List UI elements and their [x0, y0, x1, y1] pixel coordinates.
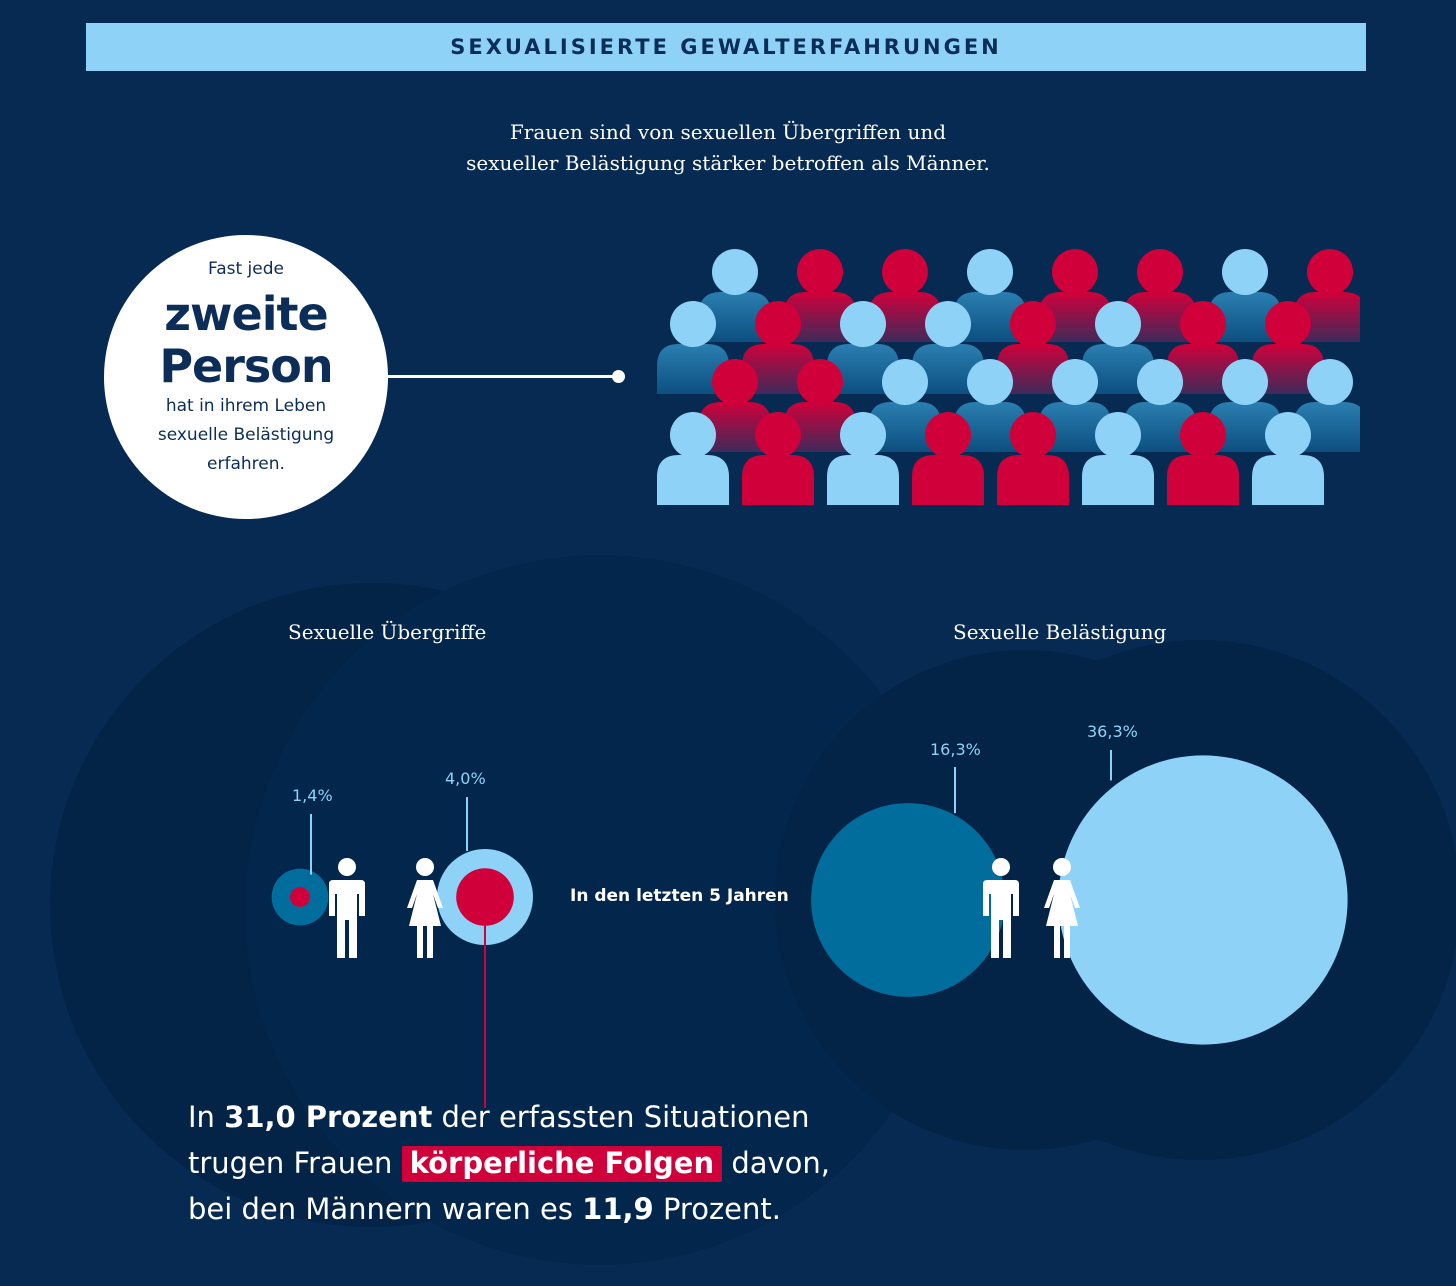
person-icon — [912, 301, 984, 394]
person-icon — [827, 412, 899, 505]
person-icon — [1124, 249, 1196, 342]
data-label-belaestigung-frauen: 36,3% — [1087, 722, 1138, 741]
header-bar: SEXUALISIERTE GEWALTERFAHRUNGEN — [86, 23, 1366, 71]
person-icon — [1082, 412, 1154, 505]
person-icon — [1082, 301, 1154, 394]
woman-icon — [407, 858, 443, 958]
person-icon — [954, 359, 1026, 452]
person-icon — [1209, 249, 1281, 342]
person-icon — [954, 249, 1026, 342]
bubble-uebergriffe-maenner-koerperlich — [290, 887, 310, 907]
badge-line-1: Fast jede — [208, 259, 284, 279]
figure-icons — [329, 858, 1080, 958]
person-icon — [869, 249, 941, 342]
people-grid — [657, 249, 1360, 505]
footnote-text-part: bei den Männern waren es — [188, 1192, 583, 1226]
person-icon — [742, 412, 814, 505]
footnote-text-part: der erfassten Situationen — [432, 1100, 810, 1134]
footnote-line-2: trugen Frauen körperliche Folgen davon, — [188, 1140, 1088, 1186]
footnote-line-3: bei den Männern waren es 11,9 Prozent. — [188, 1186, 1088, 1232]
person-icon — [657, 412, 729, 505]
bubble-belaestigung-frauen — [1058, 755, 1348, 1045]
person-icon — [869, 359, 941, 452]
person-icon — [1124, 359, 1196, 452]
chart-title-uebergriffe: Sexuelle Übergriffe — [288, 620, 487, 644]
chart-title-belaestigung: Sexuelle Belästigung — [953, 620, 1167, 644]
bubble-belaestigung-maenner — [811, 803, 1005, 997]
badge-connector-dot — [612, 370, 625, 383]
footnote-bold-percent: 31,0 Prozent — [224, 1100, 433, 1134]
period-label: In den letzten 5 Jahren — [570, 886, 789, 906]
badge-line-2: hat in ihrem Leben — [165, 396, 327, 416]
person-icon — [1252, 301, 1324, 394]
person-icon — [784, 249, 856, 342]
person-icon — [784, 359, 856, 452]
leader-lines — [310, 750, 1112, 1108]
person-icon — [699, 249, 771, 342]
person-icon — [1039, 249, 1111, 342]
person-icon — [742, 301, 814, 394]
person-icon — [1039, 359, 1111, 452]
person-icon — [912, 412, 984, 505]
man-icon — [329, 858, 365, 958]
footnote-text-part: davon, — [722, 1146, 831, 1180]
woman-icon — [1044, 858, 1080, 958]
person-icon — [997, 412, 1069, 505]
intro-text: Frauen sind von sexuellen Übergriffen un… — [328, 117, 1128, 179]
data-label-uebergriffe-frauen: 4,0% — [445, 769, 486, 788]
footnote-text-part: trugen Frauen — [188, 1146, 402, 1180]
badge-line-3: sexuelle Belästigung — [157, 425, 335, 445]
statistic-badge: Fast jede zweite Person hat in ihrem Leb… — [104, 235, 388, 519]
intro-line-2: sexueller Belästigung stärker betroffen … — [466, 151, 990, 175]
footnote-line-1: In 31,0 Prozent der erfassten Situatione… — [188, 1094, 1088, 1140]
person-icon — [657, 301, 729, 394]
man-icon — [983, 858, 1019, 958]
badge-line-4: erfahren. — [207, 454, 285, 474]
intro-line-1: Frauen sind von sexuellen Übergriffen un… — [509, 120, 947, 144]
badge-connector-line — [386, 375, 618, 378]
footnote-text: In 31,0 Prozent der erfassten Situatione… — [188, 1094, 1088, 1232]
person-icon — [1252, 412, 1324, 505]
person-icon — [1167, 301, 1239, 394]
footnote-highlight: körperliche Folgen — [401, 1146, 723, 1182]
badge-highlight-2: Person — [159, 339, 333, 393]
badge-highlight-1: zweite — [164, 287, 328, 341]
data-label-uebergriffe-maenner: 1,4% — [292, 786, 333, 805]
person-icon — [827, 301, 899, 394]
data-label-belaestigung-maenner: 16,3% — [930, 740, 981, 759]
footnote-bold-value: 11,9 — [582, 1192, 654, 1226]
footnote-text-part: In — [188, 1100, 225, 1134]
page-title: SEXUALISIERTE GEWALTERFAHRUNGEN — [450, 35, 1002, 59]
person-icon — [1167, 412, 1239, 505]
person-icon — [699, 359, 771, 452]
footnote-text-part: Prozent. — [653, 1192, 781, 1226]
person-icon — [1294, 249, 1360, 342]
person-icon — [997, 301, 1069, 394]
person-icon — [1209, 359, 1281, 452]
